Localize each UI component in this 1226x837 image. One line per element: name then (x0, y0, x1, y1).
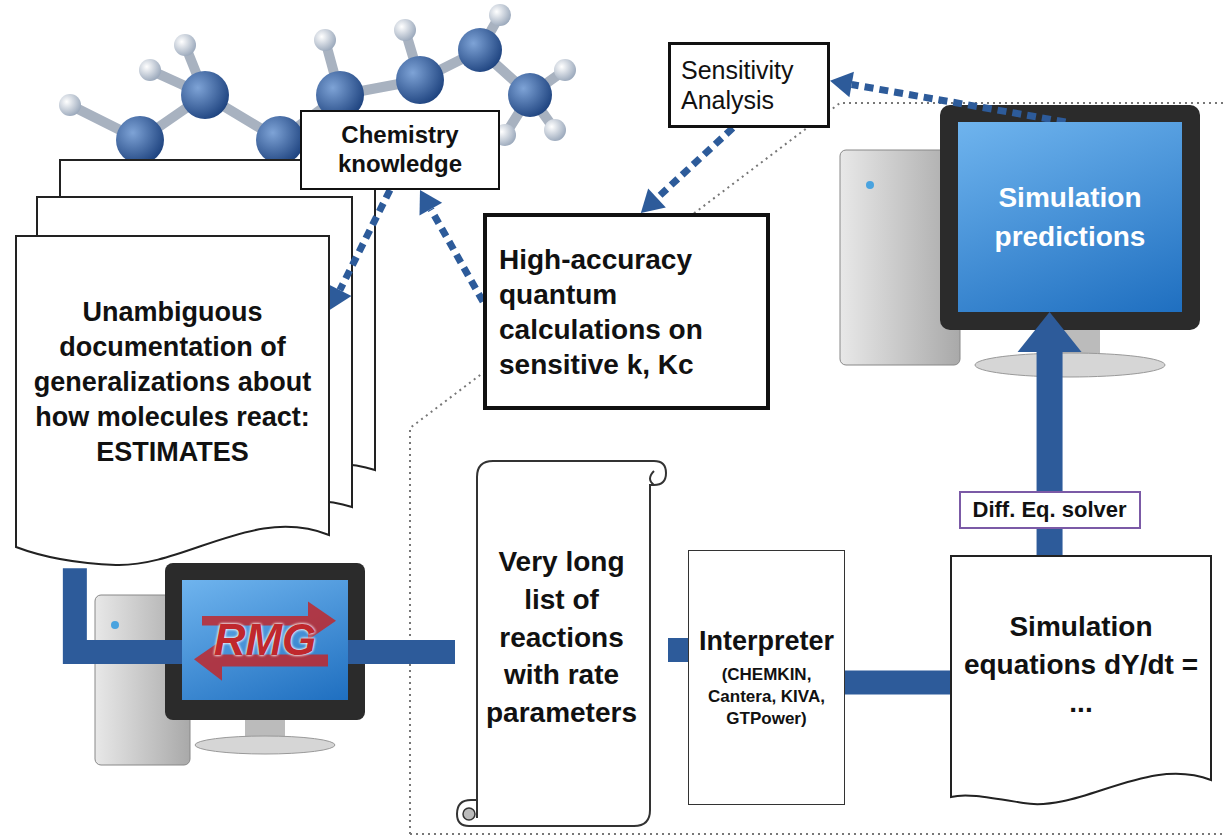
node-content: RMG (182, 580, 348, 700)
flow-band (668, 638, 688, 662)
node-text: Unambiguous documentation of generalizat… (25, 295, 320, 470)
node-content: Simulation predictions (958, 122, 1182, 312)
knowledge-box: Chemistry knowledge (300, 110, 500, 190)
node-text: Chemistry knowledge (310, 121, 490, 179)
arrowhead (419, 190, 442, 216)
node-text: Sensitivity Analysis (681, 55, 817, 115)
flow-band (348, 640, 455, 664)
monitor-frame (940, 105, 1200, 330)
edge-label: Diff. Eq. solver (959, 491, 1141, 529)
power-button (111, 621, 119, 629)
flow-band (845, 671, 950, 695)
doc2-outline (950, 555, 1212, 815)
interpreter-box: Interpreter (CHEMKIN, Cantera, KIVA, GTPo… (688, 550, 845, 805)
monitor-base (975, 353, 1165, 377)
dashed-arrow (431, 209, 483, 301)
node-content: Sensitivity Analysis (671, 45, 827, 125)
node-content: Unambiguous documentation of generalizat… (15, 235, 330, 575)
arrowhead (830, 72, 854, 98)
node-text: Interpreter (695, 625, 838, 657)
node-text: Simulation equations dY/dt = ... (962, 608, 1200, 721)
node-content: High-accuracy quantum calculations on se… (487, 217, 766, 406)
node-text: Simulation predictions (966, 178, 1174, 256)
monitor-base (195, 736, 335, 754)
analysis-box: Sensitivity Analysis (668, 42, 830, 128)
arrowhead (1018, 312, 1082, 352)
node-content: Interpreter (CHEMKIN, Cantera, KIVA, GTPo… (689, 551, 844, 804)
quantum-box: High-accuracy quantum calculations on se… (483, 213, 770, 410)
flow-band (75, 568, 182, 652)
monitor-screen: Simulation predictions (958, 122, 1182, 312)
power-button (866, 181, 874, 189)
dashed-arrow (340, 190, 390, 290)
node-subtext: (CHEMKIN, Cantera, KIVA, GTPower) (695, 664, 838, 730)
monitor-frame (165, 563, 365, 720)
node-content: Very long list of reactions with rate pa… (455, 455, 668, 830)
reaction-scroll: Very long list of reactions with rate pa… (455, 455, 668, 830)
dashed-arrow (852, 84, 1066, 122)
equations-document: Simulation equations dY/dt = ... (950, 555, 1212, 815)
region-outline (410, 103, 1226, 834)
dashed-arrow (657, 128, 733, 198)
node-text: RMG (188, 614, 342, 667)
node-text: Very long list of reactions with rate pa… (481, 543, 642, 732)
node-content: Simulation equations dY/dt = ... (950, 555, 1212, 815)
document-stack: Unambiguous documentation of generalizat… (15, 235, 330, 575)
node-content: Chemistry knowledge (302, 112, 498, 188)
rmg-screen: RMG (182, 580, 348, 700)
node-text: High-accuracy quantum calculations on se… (499, 242, 754, 382)
